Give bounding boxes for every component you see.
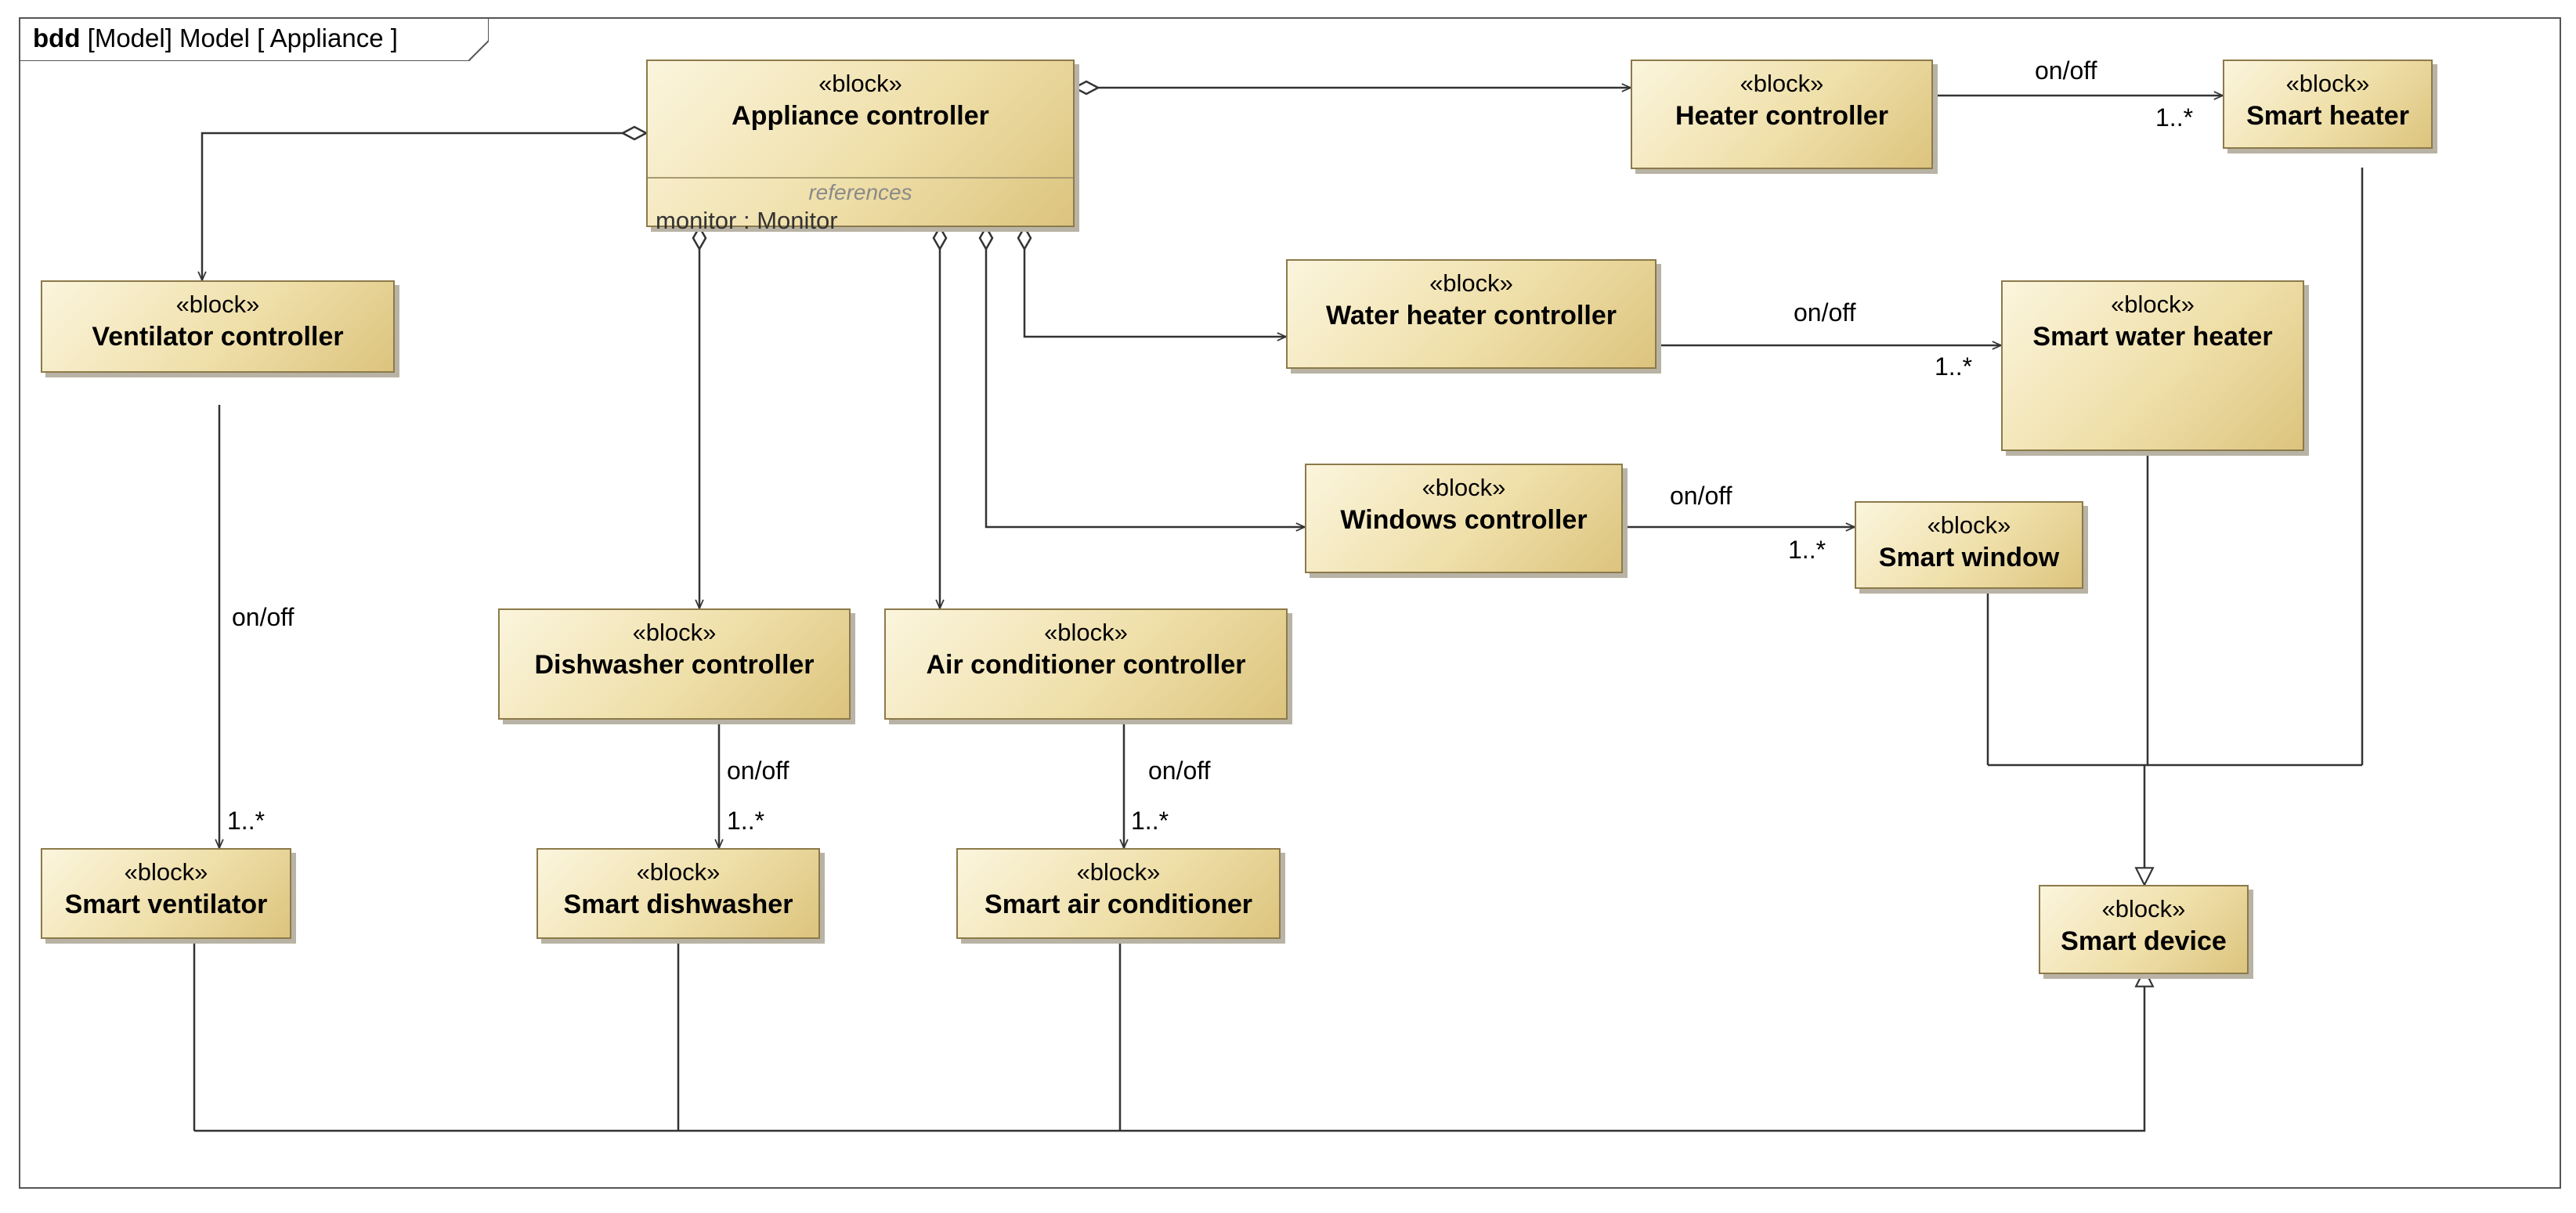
air-conditioner-multiplicity: 1..* [1131,807,1169,835]
stereotype-label: «block» [2285,70,2370,97]
stereotype-label: «block» [1044,619,1128,646]
block-name: Smart device [2061,926,2227,956]
air-conditioner-onoff-label: on/off [1148,756,1211,785]
compartment-title: references [808,180,912,204]
block-ventilator-controller[interactable]: «block» Ventilator controller [41,280,395,373]
heater-onoff-label: on/off [2035,56,2097,85]
ventilator-onoff-label: on/off [232,603,294,631]
frame-kind: bdd [33,23,81,52]
generalization-bottom-group [193,942,2144,1132]
compartment-item: monitor : Monitor [656,207,838,234]
aggregation-diamond-windows [978,225,994,251]
stereotype-label: «block» [124,858,208,886]
stereotype-label: «block» [1927,511,2011,539]
aggregation-diamond-ventilator [620,125,649,141]
assoc-appliance-waterheater [1023,249,1286,337]
block-air-conditioner-controller[interactable]: «block» Air conditioner controller [884,608,1288,720]
block-name: Appliance controller [732,101,989,131]
stereotype-label: «block» [632,619,717,646]
aggregation-diamond-heater [1072,80,1100,96]
stereotype-label: «block» [1422,474,1506,501]
stereotype-label: «block» [1076,858,1161,886]
water-heater-onoff-label: on/off [1794,298,1856,327]
block-smart-ventilator[interactable]: «block» Smart ventilator [41,848,291,939]
aggregation-diamond-aircon [932,225,948,251]
block-name: Smart water heater [2032,322,2273,352]
stereotype-label: «block» [636,858,721,886]
block-name: Air conditioner controller [926,650,1246,680]
block-name: Windows controller [1340,505,1588,535]
frame-tab [19,17,489,61]
block-name: Water heater controller [1326,301,1617,330]
water-heater-multiplicity: 1..* [1935,352,1973,381]
frame-path: [Model] Model [ Appliance ] [87,23,398,52]
stereotype-label: «block» [2101,895,2186,922]
generalization-right-group [1986,168,2364,885]
aggregation-diamond-dishwasher [692,225,707,251]
block-smart-device[interactable]: «block» Smart device [2039,885,2249,974]
heater-multiplicity: 1..* [2155,103,2194,132]
compartment-divider [648,177,1073,179]
ventilator-multiplicity: 1..* [227,807,266,835]
block-appliance-controller[interactable]: «block» Appliance controller references … [646,60,1075,234]
diagram-frame [19,17,2561,1189]
block-name: Smart air conditioner [985,890,1252,919]
block-name: Ventilator controller [92,322,344,352]
dishwasher-multiplicity: 1..* [727,807,765,835]
block-smart-window[interactable]: «block» Smart window [1855,501,2083,589]
block-name: Smart window [1878,543,2060,572]
stereotype-label: «block» [818,70,902,97]
windows-onoff-label: on/off [1670,482,1732,510]
windows-multiplicity: 1..* [1788,536,1826,564]
block-name: Heater controller [1675,101,1889,131]
assoc-appliance-windows [985,249,1305,527]
block-name: Smart dishwasher [563,890,793,919]
block-windows-controller[interactable]: «block» Windows controller [1305,464,1623,573]
block-water-heater-controller[interactable]: «block» Water heater controller [1286,259,1657,369]
block-smart-water-heater[interactable]: «block» Smart water heater [2001,280,2304,451]
assoc-appliance-ventilator [202,132,646,280]
block-name: Smart heater [2246,101,2409,131]
stereotype-label: «block» [1429,269,1513,297]
block-heater-controller[interactable]: «block» Heater controller [1631,60,1933,169]
block-name: Smart ventilator [64,890,268,919]
block-smart-air-conditioner[interactable]: «block» Smart air conditioner [956,848,1281,939]
frame-header: bdd [Model] Model [ Appliance ] [33,23,398,53]
block-smart-heater[interactable]: «block» Smart heater [2223,60,2433,149]
block-smart-dishwasher[interactable]: «block» Smart dishwasher [537,848,820,939]
dishwasher-onoff-label: on/off [727,756,789,785]
block-dishwasher-controller[interactable]: «block» Dishwasher controller [498,608,851,720]
block-name: Dishwasher controller [534,650,815,680]
stereotype-label: «block» [175,291,260,318]
aggregation-diamond-waterheater [1017,225,1032,251]
stereotype-label: «block» [2111,291,2195,318]
stereotype-label: «block» [1740,70,1824,97]
